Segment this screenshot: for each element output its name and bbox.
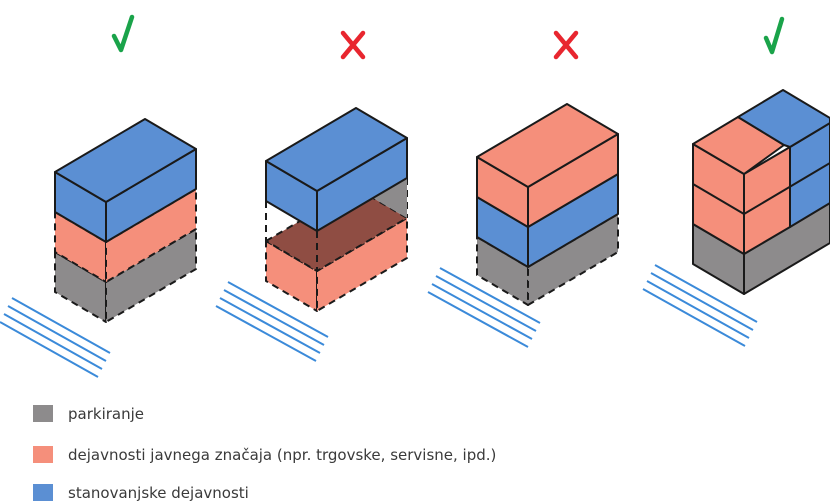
legend-label-residential: stanovanjske dejavnosti — [68, 484, 249, 501]
check-icon — [111, 14, 135, 53]
road-lines — [642, 264, 758, 347]
scenario-1 — [0, 118, 197, 378]
legend-label-public: dejavnosti javnega značaja (npr. trgovsk… — [68, 446, 496, 464]
legend-label-parking: parkiranje — [68, 405, 144, 423]
scenario-3 — [427, 103, 619, 348]
legend: parkiranje dejavnosti javnega značaja (n… — [33, 405, 496, 501]
cross-icon — [340, 30, 366, 60]
legend-swatch-residential — [33, 484, 53, 501]
cross-icon — [553, 30, 579, 60]
legend-swatch-public — [33, 446, 53, 463]
residential-block — [265, 107, 408, 232]
road-lines — [0, 297, 111, 378]
public-block — [476, 103, 619, 228]
road-lines — [215, 281, 329, 362]
residential-block — [54, 118, 197, 243]
check-icon — [763, 16, 785, 55]
scenario-4 — [642, 89, 830, 347]
legend-swatch-parking — [33, 405, 53, 422]
scenario-2 — [215, 107, 408, 362]
public-level — [265, 187, 408, 312]
road-lines — [427, 267, 541, 348]
mixed-block — [692, 89, 830, 255]
